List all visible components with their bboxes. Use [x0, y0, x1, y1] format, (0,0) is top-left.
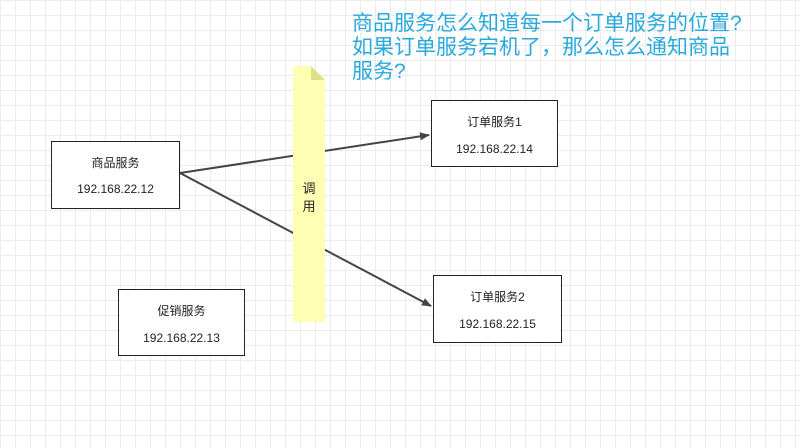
call-note [293, 66, 325, 322]
order-service-1-name: 订单服务1 [467, 115, 522, 129]
order-service-1-ip: 192.168.22.14 [456, 142, 533, 156]
promotion-service-name: 促销服务 [157, 304, 206, 318]
promotion-service-ip: 192.168.22.13 [143, 331, 220, 345]
order-service-2-name: 订单服务2 [470, 290, 525, 304]
product-service-ip: 192.168.22.12 [77, 182, 154, 196]
promotion-service-node[interactable]: 促销服务 192.168.22.13 [118, 289, 245, 356]
question-text: 商品服务怎么知道每一个订单服务的位置? 如果订单服务宕机了，那么怎么通知商品 服… [352, 12, 742, 83]
order-service-1-node[interactable]: 订单服务1 192.168.22.14 [431, 100, 558, 167]
order-service-2-node[interactable]: 订单服务2 192.168.22.15 [433, 275, 562, 343]
product-service-name: 商品服务 [91, 156, 140, 170]
product-service-node[interactable]: 商品服务 192.168.22.12 [51, 141, 180, 209]
order-service-2-ip: 192.168.22.15 [459, 317, 536, 331]
call-note-label: 调 用 [302, 181, 316, 214]
